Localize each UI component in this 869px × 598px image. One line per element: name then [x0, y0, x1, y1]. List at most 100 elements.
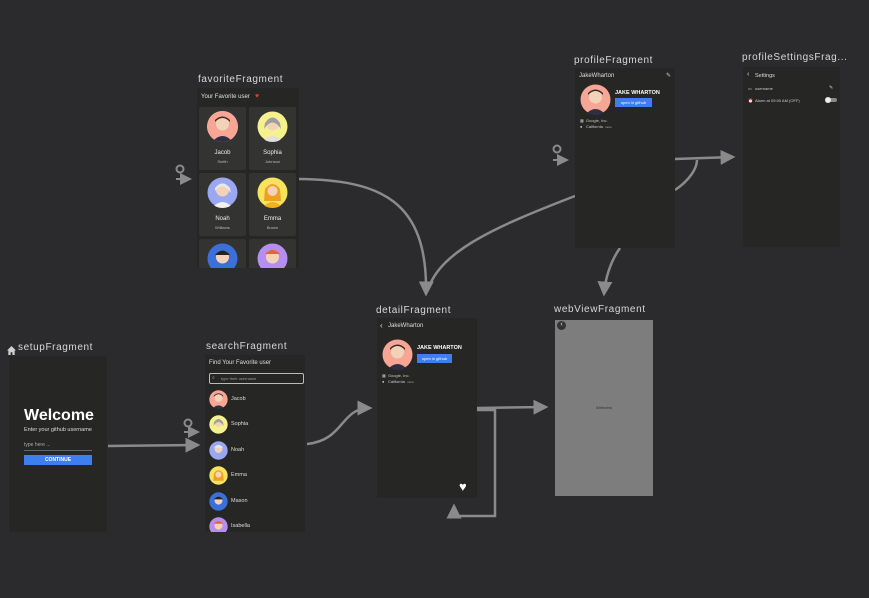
search-title: Find Your Favorite user	[209, 360, 272, 366]
settings-alarm-row: Alarm at 09:00 AM (OFF)	[755, 98, 800, 103]
detail-fragment-title[interactable]: detailFragment	[376, 305, 452, 316]
username-input[interactable]: type here ...	[24, 442, 51, 448]
arrow-profile-to-settings-alt	[674, 159, 699, 192]
avatar	[207, 111, 238, 142]
setup-fragment-title[interactable]: setupFragment	[18, 342, 94, 353]
profile-more-link[interactable]: more	[605, 125, 612, 129]
arrow-profile-to-detail	[426, 194, 576, 291]
settings-title: Settings	[755, 73, 775, 79]
profile-company: Google, Inc.	[586, 118, 608, 123]
webview-fragment-title[interactable]: webViewFragment	[554, 304, 646, 315]
avatar	[257, 111, 288, 142]
avatar	[209, 492, 228, 511]
user-first-name: Emma	[263, 216, 282, 222]
profile-fragment-title[interactable]: profileFragment	[574, 55, 654, 66]
favorite-card-noah[interactable]: Noah Williams	[199, 173, 246, 236]
user-last-name: Johnson	[264, 159, 281, 164]
list-item[interactable]: Sophia	[209, 415, 302, 435]
search-icon: ⌕	[212, 375, 215, 381]
detail-avatar	[382, 339, 413, 370]
favorite-card-jacob[interactable]: Jacob Smith	[199, 107, 246, 170]
profile-settings-fragment-title[interactable]: profileSettingsFrag...	[742, 52, 848, 63]
user-last-name: Williams	[215, 225, 230, 230]
webview-screen[interactable]: ‹ Webview	[555, 320, 653, 496]
id-card-icon: ▭	[748, 86, 752, 91]
list-item-name: Emma	[231, 472, 247, 478]
continue-button[interactable]: CONTINUE	[24, 455, 92, 465]
arrow-profile-to-webview	[597, 247, 622, 297]
toggle-knob	[825, 97, 831, 103]
favorite-screen[interactable]: Your Favorite user ♥ Jacob Smith Sophia …	[197, 88, 299, 268]
favorite-fragment-title[interactable]: favoriteFragment	[198, 74, 284, 85]
person-icon: ●	[580, 124, 583, 129]
setup-screen[interactable]: Welcome Enter your github username type …	[9, 356, 107, 532]
list-item-name: Isabella	[231, 523, 250, 529]
list-item[interactable]: Emma	[209, 466, 302, 486]
list-item[interactable]: Jacob	[209, 390, 302, 410]
favorite-header: Your Favorite user	[201, 94, 250, 100]
open-github-button[interactable]: open in github	[417, 354, 452, 363]
edit-icon[interactable]: ✎	[829, 85, 834, 91]
detail-company: Google, Inc.	[388, 373, 410, 378]
alarm-icon: ⏰	[748, 98, 753, 103]
search-fragment-title[interactable]: searchFragment	[206, 341, 288, 352]
heart-icon: ♥	[255, 93, 260, 100]
avatar	[209, 390, 228, 409]
back-arrow-icon[interactable]: ‹	[380, 321, 383, 330]
person-icon: ●	[382, 379, 385, 384]
avatar	[257, 177, 288, 208]
user-last-name: Brown	[266, 225, 279, 230]
settings-username-row[interactable]: username	[755, 86, 773, 91]
avatar	[209, 517, 228, 532]
entry-icon-profile	[552, 144, 562, 154]
list-item-name: Jacob	[231, 396, 246, 402]
avatar	[257, 243, 288, 268]
profile-name: JAKE WHARTON	[615, 90, 660, 96]
webview-label: Webview	[595, 405, 613, 410]
user-last-name: Smith	[217, 159, 228, 164]
detail-name: JAKE WHARTON	[417, 345, 462, 351]
back-button-icon[interactable]: ‹	[557, 321, 566, 330]
avatar	[207, 243, 238, 268]
list-item[interactable]: Isabella	[209, 517, 302, 532]
welcome-heading: Welcome	[24, 407, 94, 424]
list-item[interactable]: Mason	[209, 492, 302, 512]
entry-icon-search	[183, 418, 193, 428]
edit-icon[interactable]: ✎	[666, 73, 672, 79]
favorite-card-partial[interactable]	[249, 239, 296, 268]
search-placeholder: type their username	[221, 376, 257, 381]
arrow-profile-to-settings	[674, 149, 736, 165]
list-item[interactable]: Noah	[209, 441, 302, 461]
home-icon	[7, 342, 16, 360]
favorite-card-partial[interactable]	[199, 239, 246, 268]
search-screen[interactable]: Find Your Favorite user ⌕ type their use…	[205, 355, 305, 532]
profile-username: JakeWharton	[579, 73, 615, 79]
profile-screen[interactable]: JakeWharton ✎ JAKE WHARTON open in githu…	[575, 68, 675, 248]
back-arrow-icon[interactable]: ‹	[747, 71, 750, 78]
arrow-detail-to-webview	[476, 399, 549, 415]
user-first-name: Sophia	[263, 150, 282, 156]
building-icon: ▦	[382, 373, 386, 378]
avatar	[209, 441, 228, 460]
user-first-name: Jacob	[214, 150, 231, 156]
list-item-name: Sophia	[231, 421, 249, 427]
favorite-card-sophia[interactable]: Sophia Johnson	[249, 107, 296, 170]
list-item-name: Mason	[231, 498, 248, 504]
open-github-button[interactable]: open in github	[615, 98, 652, 107]
detail-more-link[interactable]: more	[407, 380, 414, 384]
arrow-setup-to-search	[107, 437, 201, 453]
profile-avatar	[580, 84, 611, 115]
input-underline	[24, 450, 92, 451]
arrow-search-to-detail	[306, 400, 373, 446]
avatar	[209, 466, 228, 485]
list-item-name: Noah	[231, 447, 245, 453]
favorite-card-emma[interactable]: Emma Brown	[249, 173, 296, 236]
search-input[interactable]: ⌕ type their username	[209, 373, 304, 384]
arrow-detail-self-loop	[446, 408, 497, 519]
alarm-toggle[interactable]	[825, 97, 837, 103]
building-icon: ▦	[580, 118, 584, 123]
favorite-heart-icon[interactable]: ♥	[459, 479, 467, 494]
profile-settings-screen[interactable]: ‹ Settings ▭ username ✎ ⏰ Alarm at 09:00…	[743, 67, 840, 247]
detail-screen[interactable]: ‹ JakeWharton JAKE WHARTON open in githu…	[377, 318, 477, 498]
avatar	[209, 415, 228, 434]
